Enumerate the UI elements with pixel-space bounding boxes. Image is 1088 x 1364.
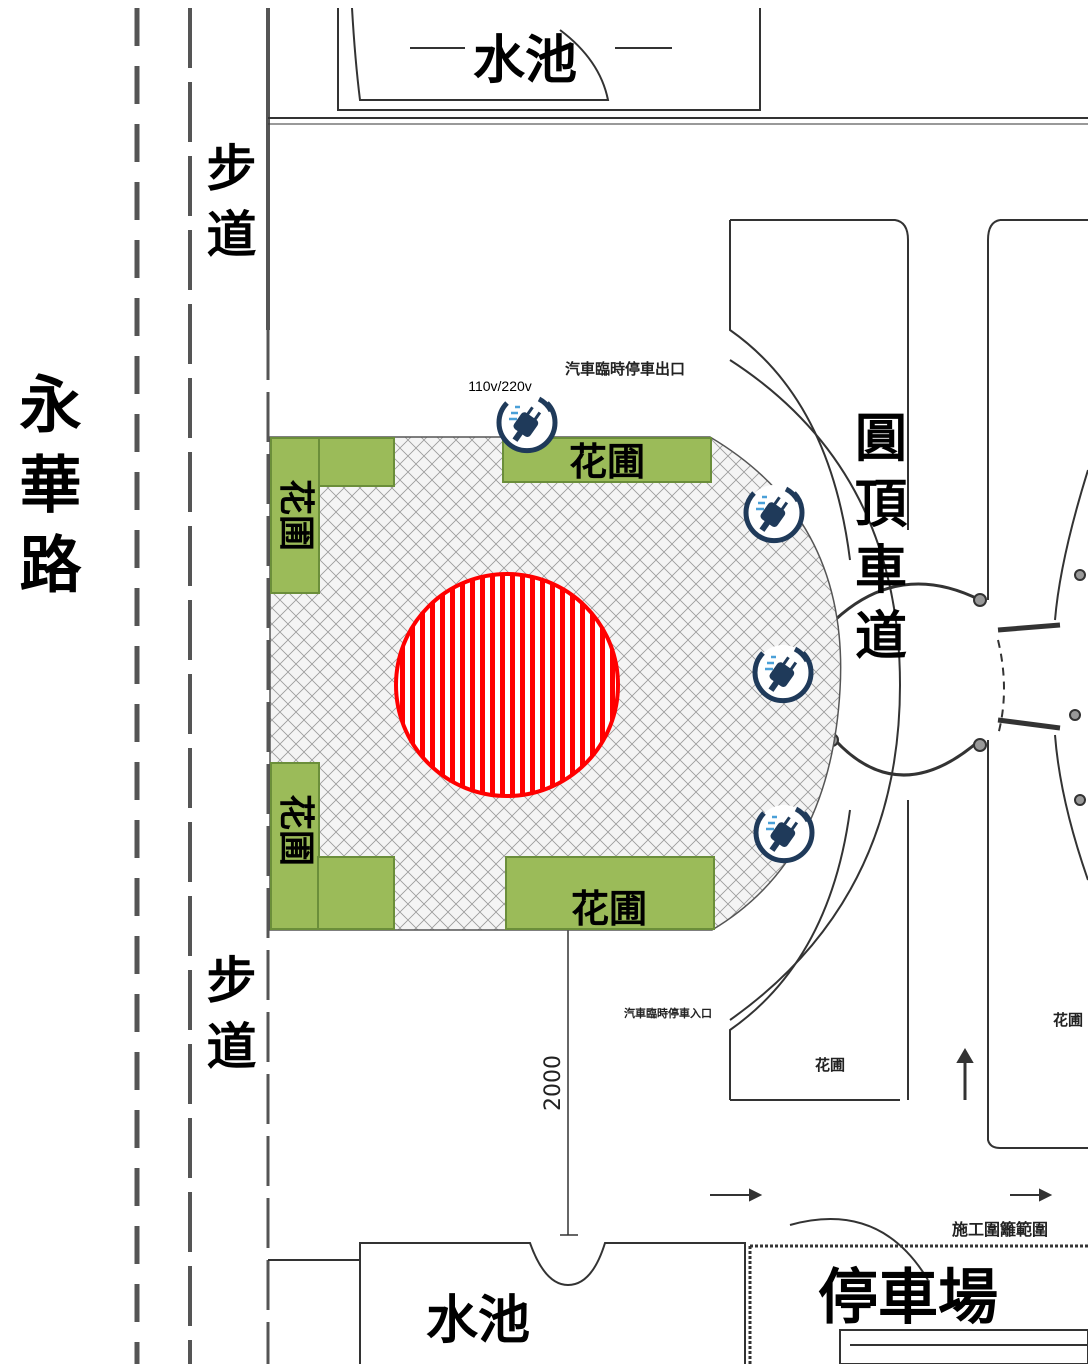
power-plug-icon	[755, 645, 811, 701]
pool-label-bottom: 水池	[426, 1290, 530, 1351]
entrance-label: 汽車臨時停車入口	[624, 1006, 712, 1020]
garden-label-1: 花圃	[815, 1056, 845, 1074]
flowerbed-top-left-block	[317, 437, 395, 487]
sidewalk-label-top: 步道	[199, 142, 258, 274]
parking-lot-label: 停車場	[818, 1263, 998, 1333]
power-plug-icon	[499, 395, 555, 451]
dome-driveway-arc	[729, 359, 902, 1021]
flowerbed-bottom-right	[505, 856, 715, 930]
sidewalk-label-bottom: 步道	[199, 954, 258, 1086]
dome-driveway-label: 圓頂車道	[846, 410, 907, 674]
stage-circle	[394, 572, 620, 798]
flowerbed-label-bottom-right: 花圃	[571, 886, 647, 931]
flowerbed-left-top	[270, 437, 320, 594]
flowerbed-left-bottom	[270, 762, 320, 930]
power-plug-icon	[756, 805, 812, 861]
garden-label-2: 花圃	[1053, 1011, 1083, 1029]
pool-label-top: 水池	[473, 30, 577, 91]
voltage-label: 110v/220v	[468, 378, 532, 394]
flowerbed-label-left-top: 花圃	[275, 479, 317, 551]
flowerbed-bottom-left-block	[317, 856, 395, 930]
road-lines	[134, 8, 270, 1364]
top-pool-outline	[268, 7, 1088, 125]
flowerbed-label-top-right: 花圃	[569, 439, 645, 484]
plan-structures	[268, 219, 1088, 1364]
flowerbeds	[270, 437, 715, 930]
dimension-label: 2000	[541, 1055, 566, 1111]
power-plug-icon	[746, 485, 802, 541]
exit-label: 汽車臨時停車出口	[565, 360, 685, 378]
construction-label: 施工圍籬範圍	[952, 1220, 1048, 1239]
flowerbed-label-left-bottom: 花圃	[275, 794, 317, 866]
road-label-yonghua: 永華路	[9, 372, 82, 612]
